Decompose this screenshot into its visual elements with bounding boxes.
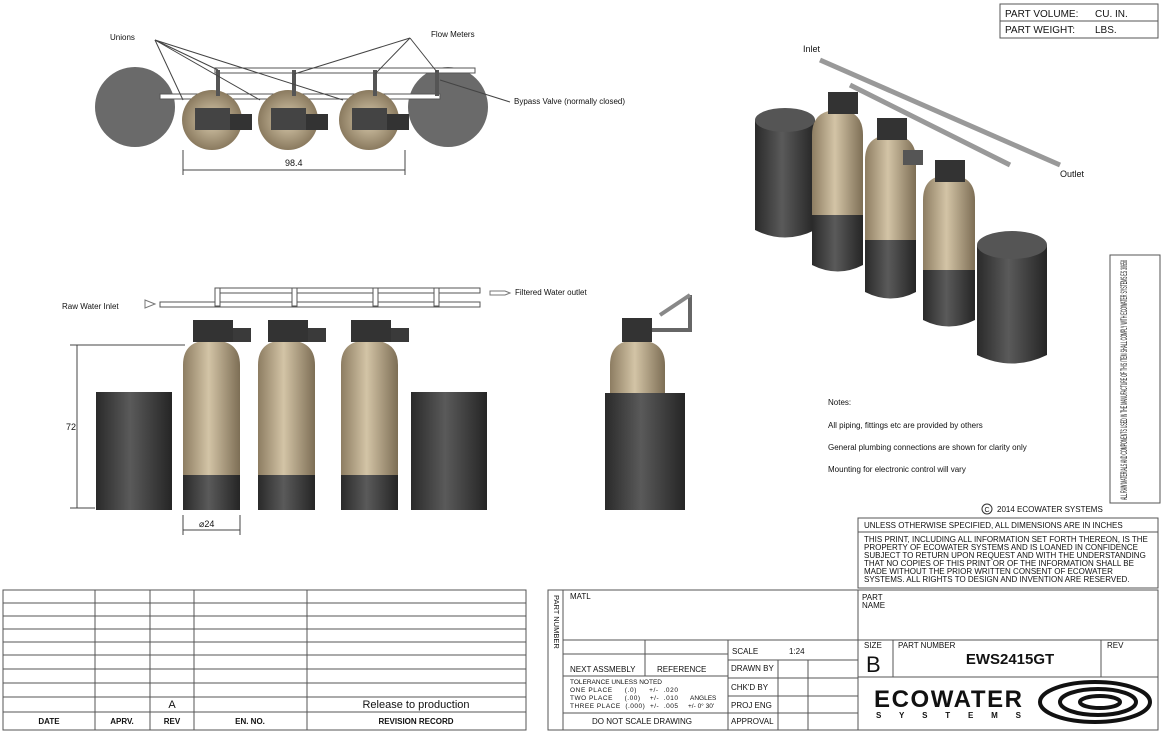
note-item: Mounting for electronic control will var… (828, 465, 966, 474)
revision-table-header: DATE APRV. REV EN. NO. REVISION RECORD (38, 717, 453, 726)
angles-value: +/- 0° 30' (688, 702, 714, 710)
title-block (547, 589, 1159, 731)
scale-label: SCALE (732, 647, 758, 656)
notice-line: SUBJECT TO RETURN UPON REQUEST AND WITH … (864, 551, 1146, 560)
notice-line: THIS PRINT, INCLUDING ALL INFORMATION SE… (864, 535, 1148, 544)
flow-meters-label: Flow Meters (431, 30, 475, 39)
part-name-label: NAME (862, 601, 885, 610)
front-view: Raw Water Inlet Filtered Water outlet 72… (62, 287, 588, 535)
softener-tank (341, 320, 409, 510)
header-aprv: APRV. (110, 717, 134, 726)
raw-water-inlet-label: Raw Water Inlet (62, 302, 119, 311)
note-item: General plumbing connections are shown f… (828, 443, 1027, 452)
reference-label: REFERENCE (657, 665, 706, 674)
size-value: B (866, 652, 881, 677)
copyright-icon: C (985, 507, 990, 514)
softener-tank (183, 320, 251, 510)
top-view: Unions Flow Meters Bypass Valve (normall… (95, 30, 625, 175)
ecowater-logo: ECOWATER S Y S T E M S (874, 680, 1152, 724)
volume-label: PART VOLUME: (1005, 9, 1078, 20)
do-not-scale-label: DO NOT SCALE DRAWING (592, 717, 692, 726)
logo-subtext: S Y S T E M S (876, 711, 1022, 720)
softener-tank (258, 320, 326, 510)
tolerance-two-place: TWO PLACE (.00) +/- .010 (570, 695, 678, 702)
size-label: SIZE (864, 641, 882, 650)
logo-text: ECOWATER (874, 686, 1022, 713)
dimensions-note: UNLESS OTHERWISE SPECIFIED, ALL DIMENSIO… (864, 521, 1123, 530)
chkd-by-label: CHK'D BY (731, 683, 769, 692)
bypass-valve-label: Bypass Valve (normally closed) (514, 97, 625, 106)
part-number-label: PART NUMBER (898, 641, 956, 650)
rev-label: REV (1107, 641, 1124, 650)
part-info-box: PART VOLUME: CU. IN. PART WEIGHT: LBS. (999, 3, 1159, 39)
part-number-value: EWS2415GT (966, 651, 1054, 668)
logo-swirl-icon (1038, 680, 1152, 724)
notice-line: PROPERTY OF ECOWATER SYSTEMS AND IS LOAN… (864, 543, 1138, 552)
approval-label: APPROVAL (731, 717, 774, 726)
iso-outlet-label: Outlet (1060, 169, 1085, 179)
copyright-text: 2014 ECOWATER SYSTEMS (997, 505, 1103, 514)
revision-record-cell: Release to production (362, 699, 469, 711)
confidentiality-notice: THIS PRINT, INCLUDING ALL INFORMATION SE… (864, 535, 1148, 584)
volume-unit: CU. IN. (1095, 9, 1128, 20)
filtered-water-outlet-label: Filtered Water outlet (515, 288, 588, 297)
note-item: All piping, fittings etc are provided by… (828, 421, 983, 430)
compliance-text: ALL RAW MATERIALS AND COMPONENTS USED IN… (1119, 260, 1130, 500)
revision-table (2, 589, 527, 731)
next-assembly-label: NEXT ASSMEBLY (570, 665, 636, 674)
weight-label: PART WEIGHT: (1005, 25, 1075, 36)
weight-unit: LBS. (1095, 25, 1117, 36)
height-dimension: 72 (66, 422, 76, 432)
copyright-circle (981, 503, 993, 515)
diameter-dimension: ⌀24 (199, 519, 214, 529)
notice-line: SYSTEMS. ALL RIGHTS TO DESIGN AND INVENT… (864, 575, 1130, 584)
drawn-by-label: DRAWN BY (731, 664, 774, 673)
width-dimension: 98.4 (285, 158, 303, 168)
part-name-label: PART (862, 593, 883, 602)
proj-eng-label: PROJ ENG (731, 701, 772, 710)
header-revision-record: REVISION RECORD (378, 717, 453, 726)
compliance-box: ALL RAW MATERIALS AND COMPONENTS USED IN… (1109, 254, 1161, 504)
header-date: DATE (38, 717, 60, 726)
isometric-view: Inlet Outlet (755, 44, 1085, 364)
part-number-vertical-label: PART NUMBER (552, 595, 561, 649)
side-view (605, 293, 692, 510)
angles-label: ANGLES (690, 695, 717, 702)
tolerance-label: TOLERANCE UNLESS NOTED (570, 679, 662, 686)
rev-cell: A (168, 699, 176, 711)
scale-value: 1:24 (789, 647, 805, 656)
tolerance-three-place: THREE PLACE (.000) +/- .005 (570, 703, 678, 710)
notes: Notes: All piping, fittings etc are prov… (828, 398, 1027, 474)
notice-line: MADE WITHOUT THE PRIOR WRITTEN CONSENT O… (864, 567, 1113, 576)
header-rev: REV (164, 717, 181, 726)
notes-title: Notes: (828, 398, 851, 407)
iso-inlet-label: Inlet (803, 44, 821, 54)
unions-label: Unions (110, 33, 135, 42)
header-en-no: EN. NO. (235, 717, 265, 726)
notice-line: THAT NO COPIES OF THIS PRINT OR OF THE I… (864, 559, 1134, 568)
matl-label: MATL (570, 592, 591, 601)
tolerance-one-place: ONE PLACE (.0) +/- .020 (570, 687, 678, 694)
